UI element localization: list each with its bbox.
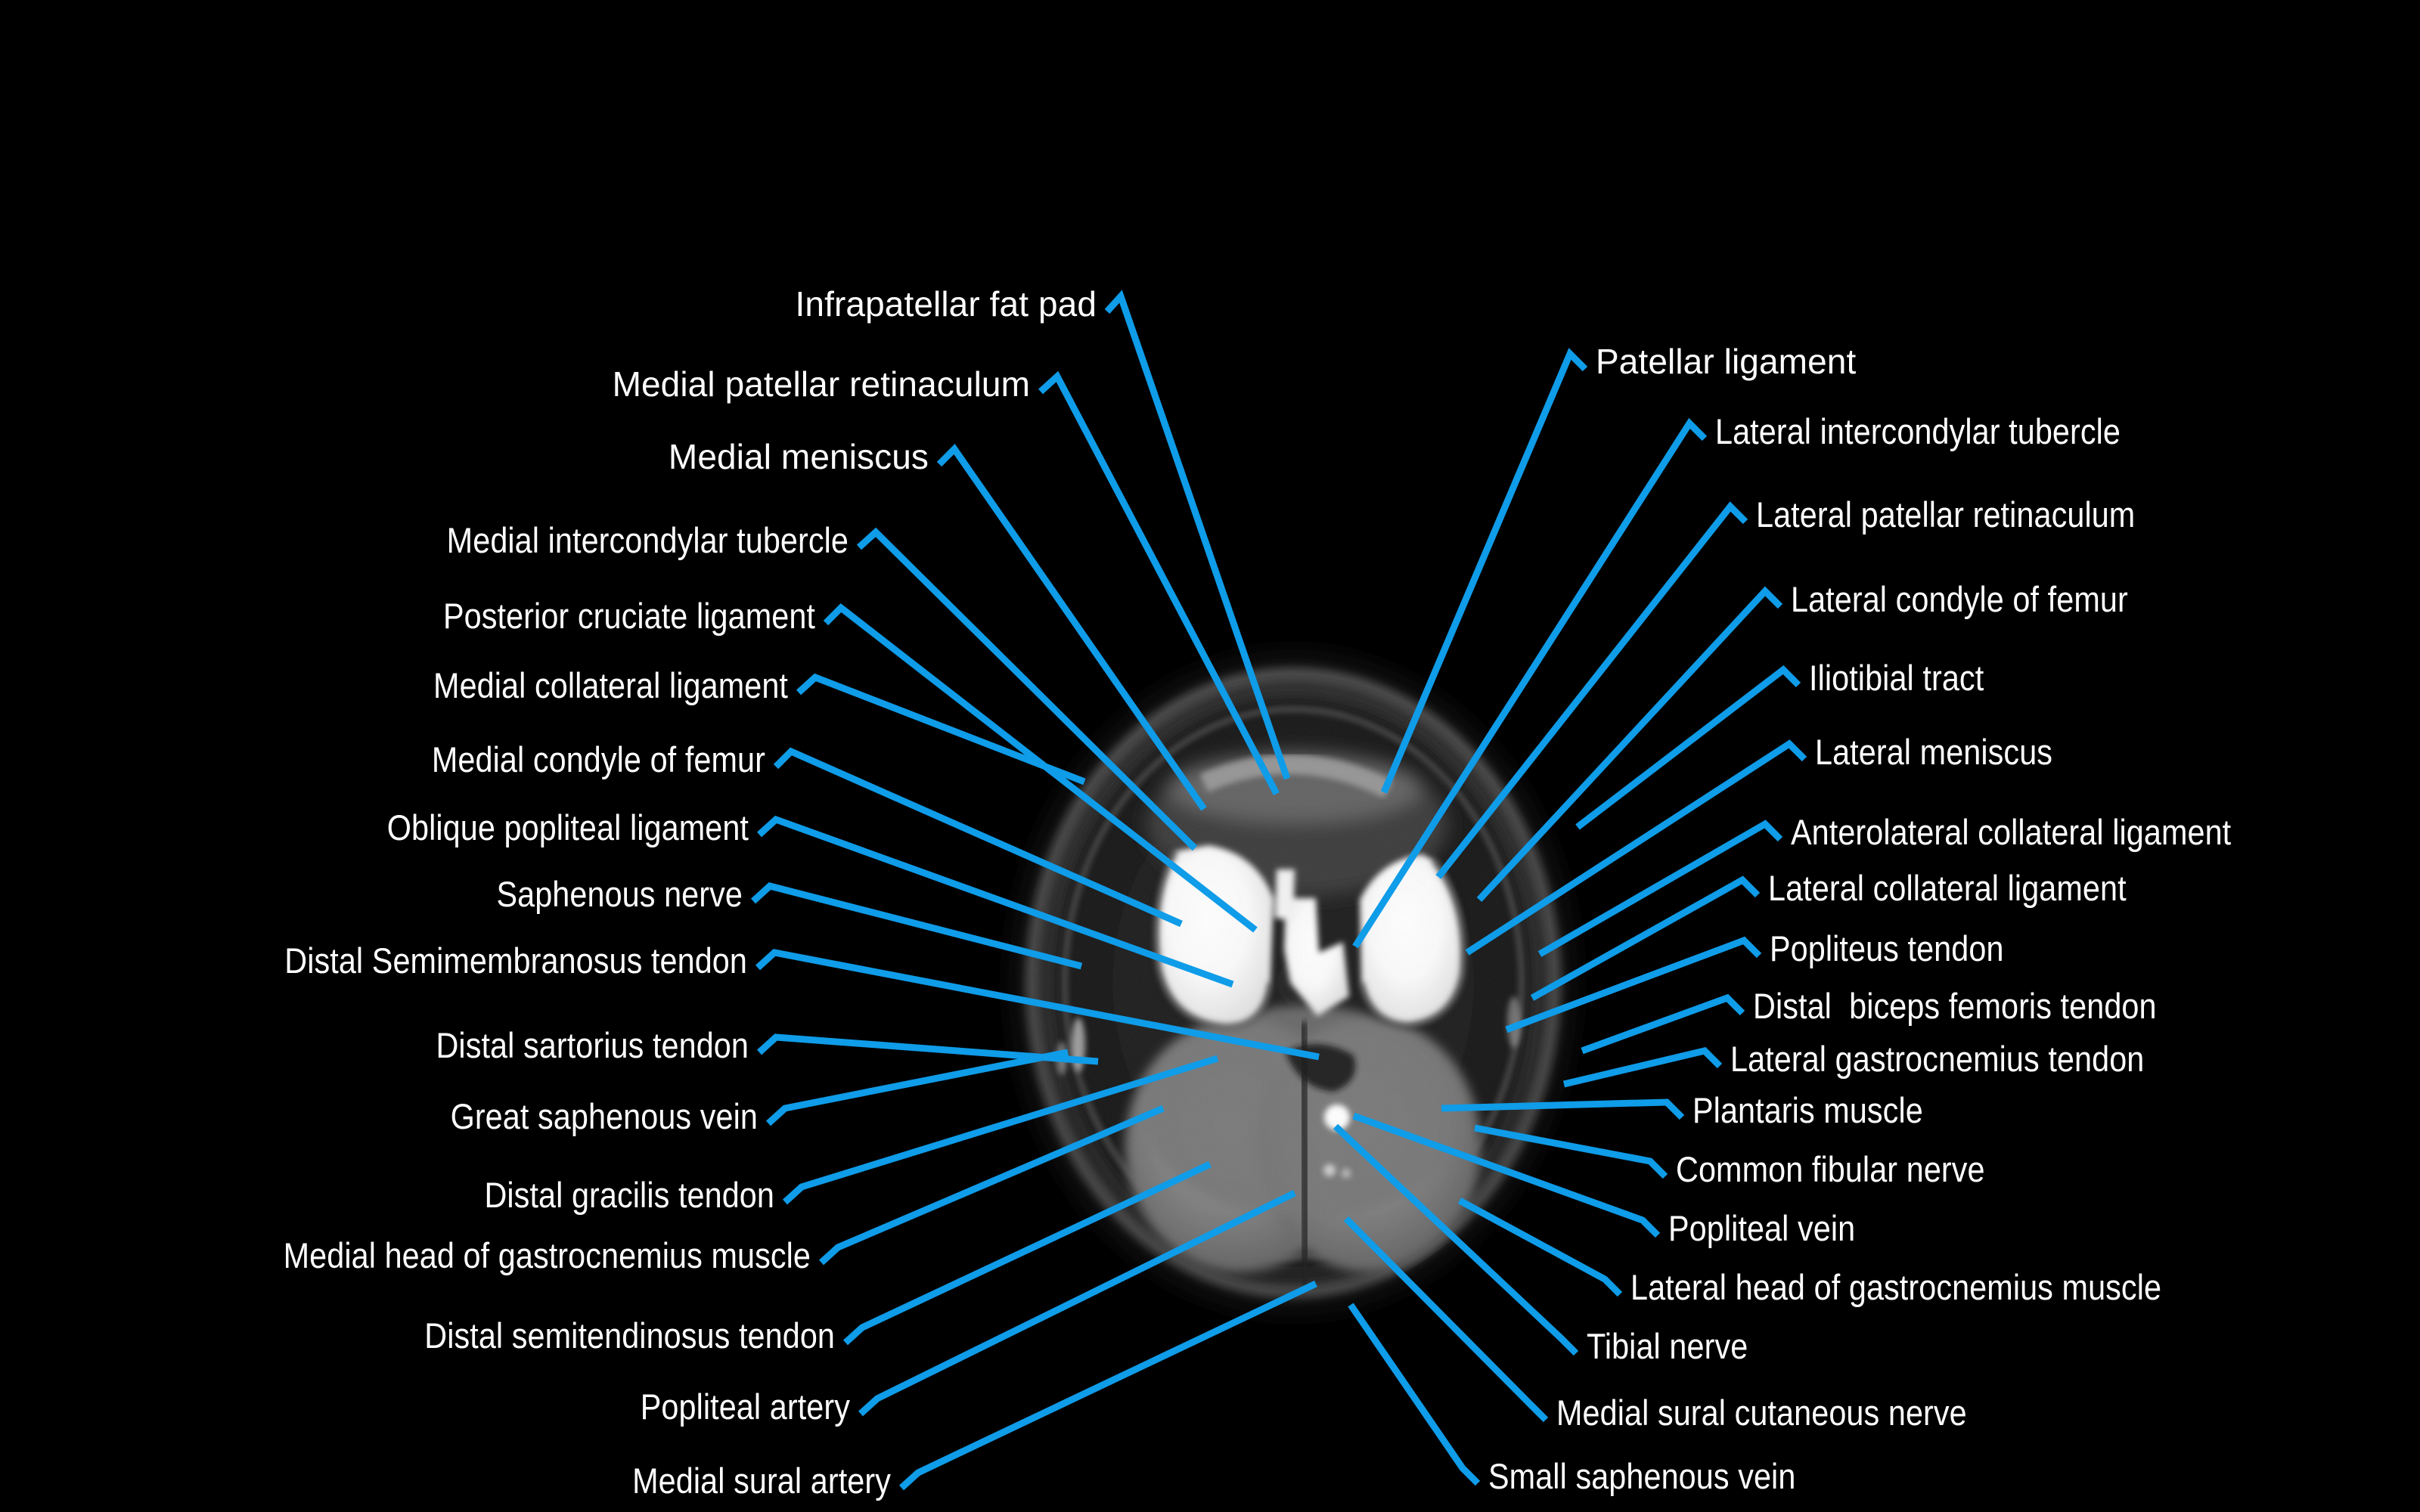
anatomy-label-medial-collateral-ligament: Medial collateral ligament xyxy=(433,665,788,705)
anatomy-label-posterior-cruciate-ligament: Posterior cruciate ligament xyxy=(442,596,815,636)
anatomy-label-popliteus-tendon: Popliteus tendon xyxy=(1770,928,2004,968)
anatomy-label-lateral-meniscus: Lateral meniscus xyxy=(1815,732,2053,772)
anatomy-label-common-fibular-nerve: Common fibular nerve xyxy=(1676,1149,1985,1189)
anatomy-label-lateral-collateral-ligament: Lateral collateral ligament xyxy=(1768,868,2127,908)
anatomy-label-popliteal-artery: Popliteal artery xyxy=(640,1387,850,1427)
anatomy-label-lateral-gastrocnemius-tendon: Lateral gastrocnemius tendon xyxy=(1730,1039,2145,1079)
anatomy-label-patellar-ligament: Patellar ligament xyxy=(1596,342,1857,381)
anatomy-label-small-saphenous-vein: Small saphenous vein xyxy=(1488,1456,1796,1496)
anatomy-label-medial-head-of-gastrocnemius-muscle: Medial head of gastrocnemius muscle xyxy=(283,1235,811,1275)
anatomy-label-distal-biceps-femoris-tendon: Distal biceps femoris tendon xyxy=(1753,986,2157,1026)
anatomy-label-iliotibial-tract: Iliotibial tract xyxy=(1809,658,1984,698)
anatomy-label-plantaris-muscle: Plantaris muscle xyxy=(1692,1090,1923,1130)
anatomy-label-distal-semitendinosus-tendon: Distal semitendinosus tendon xyxy=(424,1315,835,1356)
anatomy-label-medial-intercondylar-tubercle: Medial intercondylar tubercle xyxy=(446,520,849,560)
anatomy-label-tibial-nerve: Tibial nerve xyxy=(1587,1326,1748,1366)
anatomy-label-medial-sural-cutaneous-nerve: Medial sural cutaneous nerve xyxy=(1556,1393,1967,1433)
anatomy-label-medial-condyle-of-femur: Medial condyle of femur xyxy=(431,739,765,779)
anatomy-label-lateral-patellar-retinaculum: Lateral patellar retinaculum xyxy=(1756,494,2136,534)
anatomy-label-distal-sartorius-tendon: Distal sartorius tendon xyxy=(436,1025,749,1065)
anatomy-label-anterolateral-collateral-ligament: Anterolateral collateral ligament xyxy=(1791,812,2232,852)
anatomy-label-oblique-popliteal-ligament: Oblique popliteal ligament xyxy=(386,807,749,847)
anatomy-label-infrapatellar-fat-pad: Infrapatellar fat pad xyxy=(795,284,1097,324)
anatomy-label-distal-semimembranosus-tendon: Distal Semimembranosus tendon xyxy=(284,940,747,981)
anatomy-label-medial-meniscus: Medial meniscus xyxy=(668,437,929,476)
anatomy-label-popliteal-vein: Popliteal vein xyxy=(1668,1208,1856,1248)
anatomy-label-saphenous-nerve: Saphenous nerve xyxy=(496,874,743,914)
anatomy-label-lateral-intercondylar-tubercle: Lateral intercondylar tubercle xyxy=(1715,411,2121,451)
anatomy-label-great-saphenous-vein: Great saphenous vein xyxy=(450,1096,758,1136)
anatomy-label-lateral-condyle-of-femur: Lateral condyle of femur xyxy=(1791,579,2128,619)
anatomy-label-distal-gracilis-tendon: Distal gracilis tendon xyxy=(484,1175,774,1215)
anatomy-label-medial-sural-artery: Medial sural artery xyxy=(632,1461,891,1501)
anatomy-label-lateral-head-of-gastrocnemius-muscle: Lateral head of gastrocnemius muscle xyxy=(1630,1267,2162,1307)
anatomy-label-medial-patellar-retinaculum: Medial patellar retinaculum xyxy=(612,364,1030,404)
